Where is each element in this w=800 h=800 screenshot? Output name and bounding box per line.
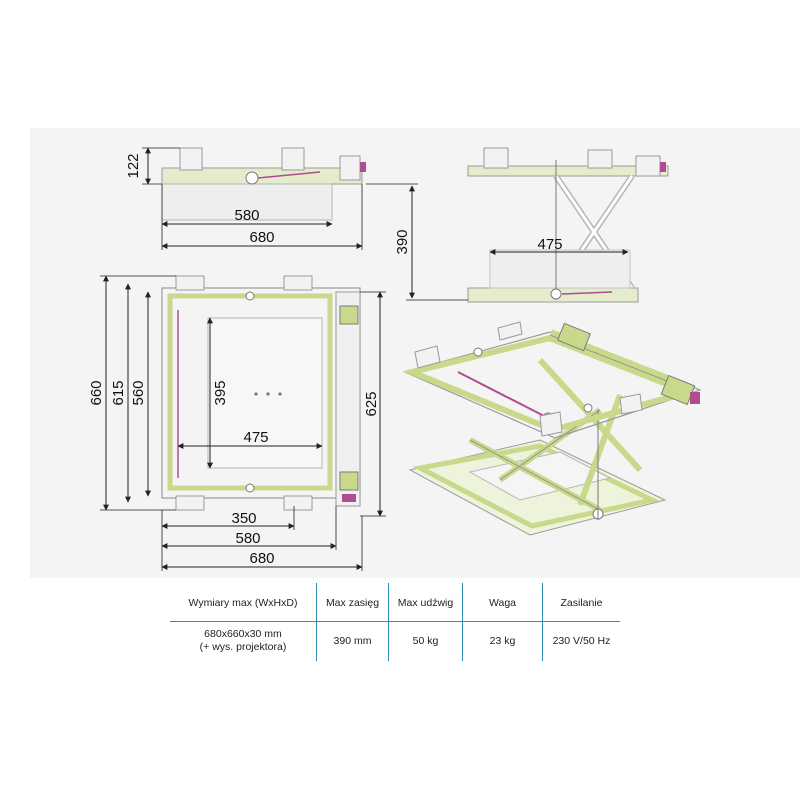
- dim-side-outer-width: 680: [249, 229, 274, 246]
- spec-value-dimensions-line2: (+ wys. projektora): [199, 641, 287, 653]
- spec-value-dimensions: 680x660x30 mm (+ wys. projektora): [170, 628, 316, 654]
- spec-col-weight: Waga 23 kg: [462, 583, 542, 661]
- dim-top-mid-height: 615: [110, 380, 127, 405]
- top-view: 660 615 560 395 475 625 350 580 680: [88, 275, 386, 571]
- spec-header-load: Max udźwig: [397, 597, 454, 609]
- spec-value-power: 230 V/50 Hz: [552, 635, 611, 647]
- iso-top-frame: [403, 331, 702, 439]
- spec-col-load: Max udźwig 50 kg: [388, 583, 462, 661]
- isometric-view: [402, 321, 702, 536]
- dim-lift-height: 390: [394, 229, 411, 254]
- side-lower-plate: [161, 183, 333, 221]
- spec-header-weight: Waga: [488, 597, 517, 609]
- spec-table-divider: [170, 621, 620, 622]
- top-right-rail: [335, 291, 361, 507]
- side-view: 122 580 680: [125, 147, 366, 250]
- spec-value-range: 390 mm: [333, 635, 372, 647]
- side-pivot: [245, 171, 259, 185]
- spec-value-dimensions-line1: 680x660x30 mm: [204, 628, 282, 640]
- spec-header-power: Zasilanie: [560, 597, 603, 609]
- spec-col-dimensions: Wymiary max (WxHxD) 680x660x30 mm (+ wys…: [170, 583, 316, 661]
- dim-top-slot-width: 475: [243, 429, 268, 446]
- spec-col-power: Zasilanie 230 V/50 Hz: [542, 583, 620, 661]
- spec-table: Wymiary max (WxHxD) 680x660x30 mm (+ wys…: [170, 583, 620, 661]
- dim-side-height: 122: [125, 153, 142, 178]
- dim-side-inner-width: 580: [234, 207, 259, 224]
- dim-top-slot-height: 395: [212, 380, 229, 405]
- dim-bottom-580: 580: [235, 530, 260, 547]
- dim-top-depth: 625: [363, 391, 380, 416]
- side-connector: [360, 162, 366, 172]
- iso-actuator: [457, 371, 549, 419]
- side-motor: [339, 155, 361, 181]
- dim-top-inner-height: 560: [130, 380, 147, 405]
- front-view: 475 390: [366, 147, 669, 303]
- side-bracket-left: [179, 147, 203, 171]
- dim-front-width: 475: [537, 236, 562, 253]
- dim-top-outer-height: 660: [88, 380, 105, 405]
- spec-header-dimensions: Wymiary max (WxHxD): [188, 597, 298, 609]
- spec-value-load: 50 kg: [412, 635, 439, 647]
- dim-bottom-680: 680: [249, 550, 274, 567]
- dim-bottom-350: 350: [231, 510, 256, 527]
- spec-value-weight: 23 kg: [489, 635, 516, 647]
- spec-col-range: Max zasięg 390 mm: [316, 583, 388, 661]
- side-bracket-right: [281, 147, 305, 171]
- spec-header-range: Max zasięg: [325, 597, 380, 609]
- side-actuator: [257, 171, 321, 179]
- front-top-rail: [467, 165, 669, 177]
